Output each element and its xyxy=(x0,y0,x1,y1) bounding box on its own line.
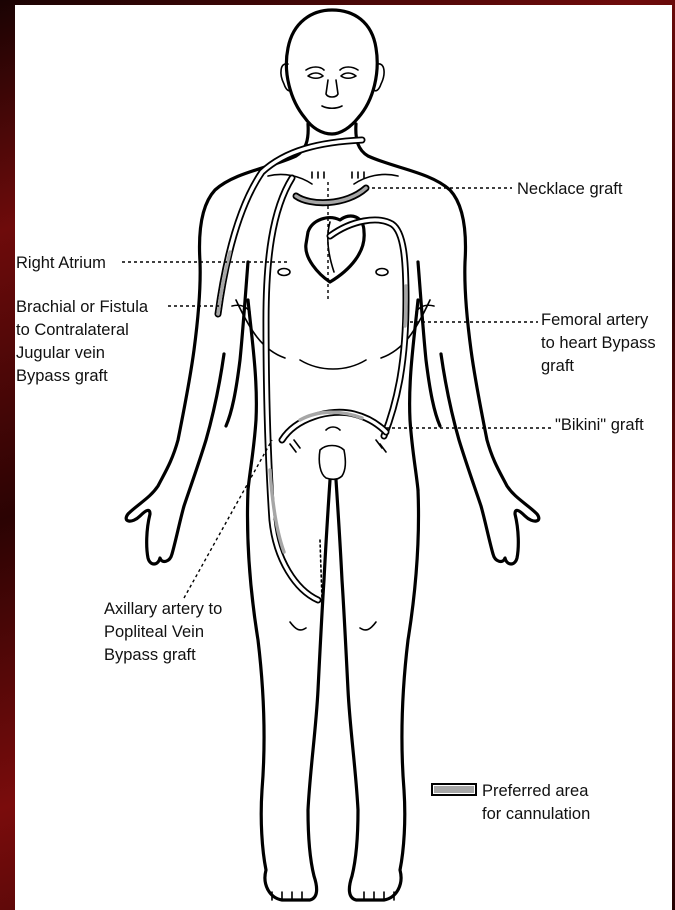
label-axillary-2: Popliteal Vein xyxy=(104,623,204,641)
right-eyebrow xyxy=(340,67,358,70)
left-leg-outer xyxy=(247,480,330,900)
label-bikini: "Bikini" graft xyxy=(555,416,644,434)
leg-dotted-segment xyxy=(320,540,322,600)
left-knee xyxy=(290,622,306,630)
label-femoral-2: to heart Bypass xyxy=(541,334,656,352)
label-brachial-3: Jugular vein xyxy=(16,344,105,362)
left-body-contour xyxy=(126,124,308,564)
legend-line-1: Preferred area xyxy=(482,782,589,800)
graft-bikini xyxy=(282,412,386,440)
head xyxy=(286,10,377,134)
label-axillary-1: Axillary artery to xyxy=(104,600,222,618)
left-eyebrow xyxy=(306,67,324,70)
graft-axillary-popliteal xyxy=(266,178,318,600)
label-femoral-3: graft xyxy=(541,357,574,375)
label-necklace: Necklace graft xyxy=(517,180,623,198)
right-knee xyxy=(360,622,376,630)
right-hip xyxy=(410,300,418,490)
legend-swatch-fill xyxy=(434,786,474,793)
right-body-contour xyxy=(356,124,539,564)
label-right-atrium: Right Atrium xyxy=(16,254,106,272)
label-axillary-3: Bypass graft xyxy=(104,646,196,664)
graft-necklace xyxy=(296,188,366,203)
mouth xyxy=(322,106,342,108)
label-brachial-2: to Contralateral xyxy=(16,321,129,339)
pubic-line xyxy=(326,427,340,430)
ribcage-line xyxy=(300,360,366,369)
legend-line-2: for cannulation xyxy=(482,805,590,823)
legend: Preferred area for cannulation xyxy=(432,782,590,823)
heart-septum xyxy=(328,222,334,272)
label-brachial-1: Brachial or Fistula xyxy=(16,298,149,316)
graft-femoral-heart xyxy=(330,220,406,436)
right-leg-outer xyxy=(336,480,419,900)
right-nipple xyxy=(376,269,388,276)
label-brachial-4: Bypass graft xyxy=(16,367,108,385)
left-inner-arm xyxy=(226,262,248,426)
left-nipple xyxy=(278,269,290,276)
left-hip xyxy=(248,300,256,490)
groin xyxy=(319,446,345,480)
right-clavicle xyxy=(354,174,398,184)
label-femoral-1: Femoral artery xyxy=(541,311,649,329)
right-eye xyxy=(341,73,356,78)
right-inner-arm xyxy=(418,262,440,426)
nose xyxy=(326,80,338,97)
necklace-ticks xyxy=(312,172,364,178)
left-eye xyxy=(308,73,323,78)
